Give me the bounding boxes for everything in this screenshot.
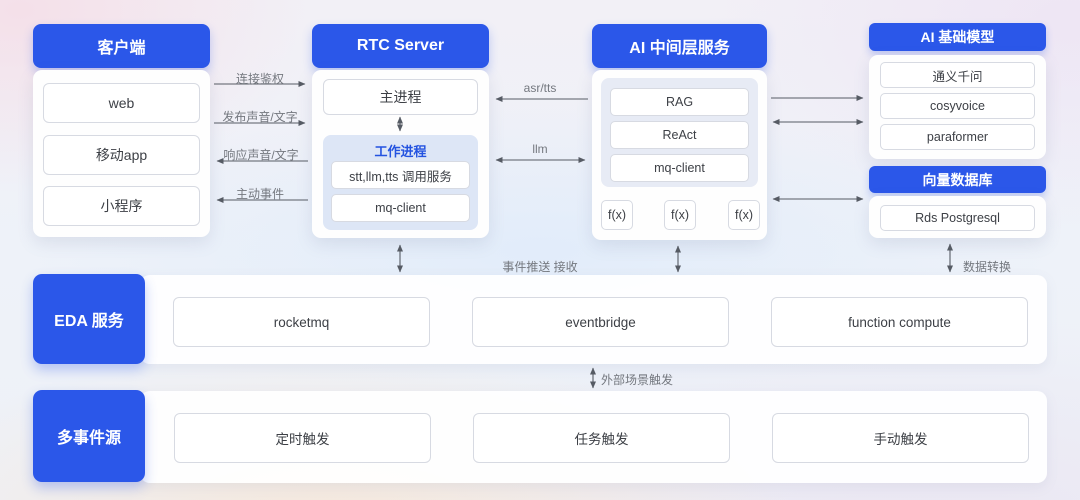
- event-sources-rowbar: 定时触发 任务触发 手动触发: [140, 391, 1047, 483]
- client-item-mobile-app: 移动app: [43, 135, 200, 175]
- edge-label-publish: 发布声音/文字: [222, 110, 298, 124]
- ai-middle-layer-header: AI 中间层服务: [592, 24, 767, 68]
- ai-middle-item-react: ReAct: [610, 121, 749, 149]
- ai-middle-item-mq-client: mq-client: [610, 154, 749, 182]
- eda-service-label: EDA 服务: [33, 274, 145, 364]
- edge-label-auth: 连接鉴权: [235, 72, 285, 86]
- client-item-mini-program: 小程序: [43, 186, 200, 226]
- ai-base-item-paraformer: paraformer: [880, 124, 1035, 150]
- event-source-task-trigger: 任务触发: [473, 413, 730, 463]
- event-source-timer-trigger: 定时触发: [174, 413, 431, 463]
- ai-base-item-cosyvoice: cosyvoice: [880, 93, 1035, 119]
- vector-db-card: Rds Postgresql: [869, 196, 1046, 238]
- ai-middle-inner-panel: RAG ReAct mq-client: [601, 78, 758, 187]
- ai-base-model-header: AI 基础模型: [869, 23, 1046, 51]
- eda-item-function-compute: function compute: [771, 297, 1028, 347]
- ai-middle-fx-2: f(x): [664, 200, 696, 230]
- client-card: web 移动app 小程序: [33, 70, 210, 237]
- eda-item-rocketmq: rocketmq: [173, 297, 430, 347]
- rtc-worker-panel: 工作进程 stt,llm,tts 调用服务 mq-client: [323, 135, 478, 230]
- ai-base-model-card: 通义千问 cosyvoice paraformer: [869, 55, 1046, 159]
- event-source-manual-trigger: 手动触发: [772, 413, 1029, 463]
- vector-db-header: 向量数据库: [869, 166, 1046, 193]
- edge-label-asr-tts: asr/tts: [523, 81, 557, 95]
- eda-item-eventbridge: eventbridge: [472, 297, 729, 347]
- rtc-server-header: RTC Server: [312, 24, 489, 68]
- ai-middle-item-rag: RAG: [610, 88, 749, 116]
- vector-db-item-rds-postgresql: Rds Postgresql: [880, 205, 1035, 231]
- edge-label-active-event: 主动事件: [235, 187, 285, 201]
- client-item-web: web: [43, 83, 200, 123]
- multi-event-source-label: 多事件源: [33, 390, 145, 482]
- eda-rowbar: rocketmq eventbridge function compute: [140, 275, 1047, 364]
- ai-middle-fx-3: f(x): [728, 200, 760, 230]
- rtc-worker-item-stt-llm-tts: stt,llm,tts 调用服务: [331, 161, 470, 189]
- rtc-main-process: 主进程: [323, 79, 478, 115]
- edge-label-llm: llm: [532, 142, 548, 156]
- ai-middle-fx-1: f(x): [601, 200, 633, 230]
- edge-label-external-trigger: 外部场景触发: [601, 373, 674, 387]
- client-header: 客户端: [33, 24, 210, 68]
- rtc-server-card: 主进程 工作进程 stt,llm,tts 调用服务 mq-client: [312, 70, 489, 238]
- edge-label-event-push: 事件推送 接收: [502, 260, 578, 274]
- edge-label-data-transform: 数据转换: [963, 260, 1012, 274]
- ai-base-item-qwen: 通义千问: [880, 62, 1035, 88]
- rtc-worker-title: 工作进程: [374, 144, 427, 159]
- edge-label-respond: 响应声音/文字: [223, 148, 299, 162]
- rtc-worker-item-mq-client: mq-client: [331, 194, 470, 222]
- ai-middle-layer-card: RAG ReAct mq-client f(x) f(x) f(x): [592, 70, 767, 240]
